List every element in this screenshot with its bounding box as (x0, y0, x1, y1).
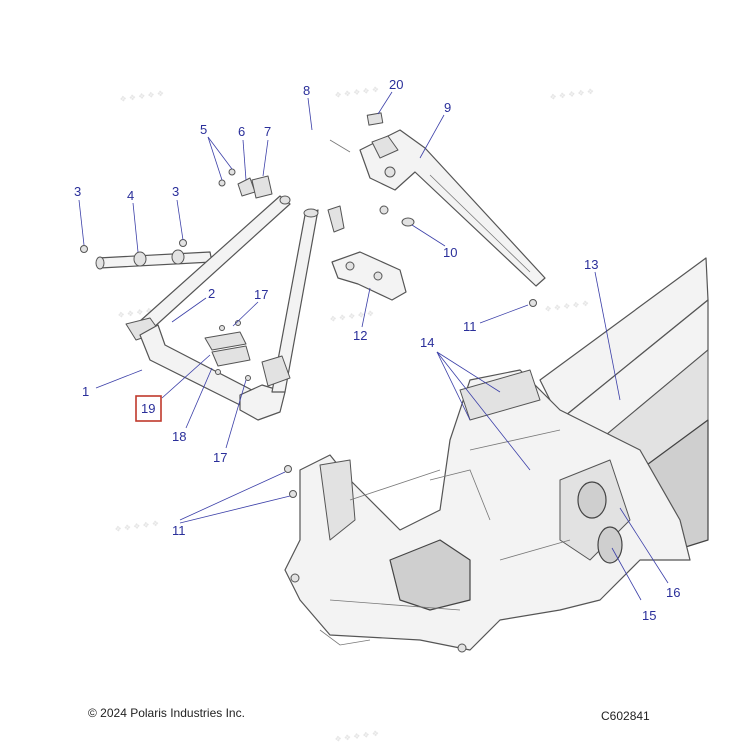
callouts: 1 2 3 3 4 5 6 7 8 9 10 11 11 12 13 14 15… (74, 77, 680, 623)
callout-10[interactable]: 10 (443, 245, 457, 260)
watermark: ❖ ❖ ❖ ❖ ❖ (114, 519, 160, 534)
callout-16[interactable]: 16 (666, 585, 680, 600)
callout-11[interactable]: 11 (463, 319, 477, 334)
part-stabilizer-bar (95, 249, 213, 270)
callout-9[interactable]: 9 (444, 100, 451, 115)
part-plates (204, 320, 251, 381)
callout-17[interactable]: 17 (213, 450, 227, 465)
copyright-text: © 2024 Polaris Industries Inc. (88, 706, 245, 720)
callout-3[interactable]: 3 (74, 184, 81, 199)
watermark: ❖ ❖ ❖ ❖ ❖ (119, 89, 165, 104)
callout-18[interactable]: 18 (172, 429, 186, 444)
part-8-bolt (329, 139, 351, 153)
part-11-bolt (284, 465, 292, 473)
part-11-bolt (529, 299, 537, 307)
callout-6[interactable]: 6 (238, 124, 245, 139)
part-fasteners-5-6-7 (218, 168, 273, 199)
leader-lines (78, 91, 669, 601)
callout-14[interactable]: 14 (420, 335, 434, 350)
watermark: ❖ ❖ ❖ ❖ ❖ (334, 85, 380, 100)
callout-2[interactable]: 2 (208, 286, 215, 301)
part-12-bracket (327, 205, 407, 301)
callout-13[interactable]: 13 (584, 257, 598, 272)
part-upper-tube (125, 195, 291, 341)
callout-20[interactable]: 20 (389, 77, 403, 92)
part-20-block (366, 112, 384, 126)
watermark: ❖ ❖ ❖ ❖ ❖ (329, 309, 375, 324)
part-10-washer (401, 217, 415, 227)
callout-7[interactable]: 7 (264, 124, 271, 139)
callout-12[interactable]: 12 (353, 328, 367, 343)
callout-3[interactable]: 3 (172, 184, 179, 199)
callout-8[interactable]: 8 (303, 83, 310, 98)
part-11-bolt (289, 490, 297, 498)
part-vertical-tube (261, 208, 319, 393)
watermark: ❖ ❖ ❖ ❖ ❖ (544, 299, 590, 314)
callout-11[interactable]: 11 (172, 523, 186, 538)
highlight-box-19 (135, 395, 162, 422)
watermark: ❖ ❖ ❖ ❖ ❖ (334, 729, 380, 744)
callout-5[interactable]: 5 (200, 122, 207, 137)
part-lower-frame (139, 324, 286, 421)
part-column-arm (359, 129, 546, 287)
callout-17[interactable]: 17 (254, 287, 268, 302)
callout-15[interactable]: 15 (642, 608, 656, 623)
part-bolts-3 (80, 239, 187, 253)
part-main-chassis (284, 257, 709, 653)
callout-19[interactable]: 19 (141, 401, 155, 416)
figure-code: C602841 (601, 709, 650, 723)
watermark: ❖ ❖ ❖ ❖ ❖ (549, 87, 595, 102)
callout-1[interactable]: 1 (82, 384, 89, 399)
callout-4[interactable]: 4 (127, 188, 134, 203)
